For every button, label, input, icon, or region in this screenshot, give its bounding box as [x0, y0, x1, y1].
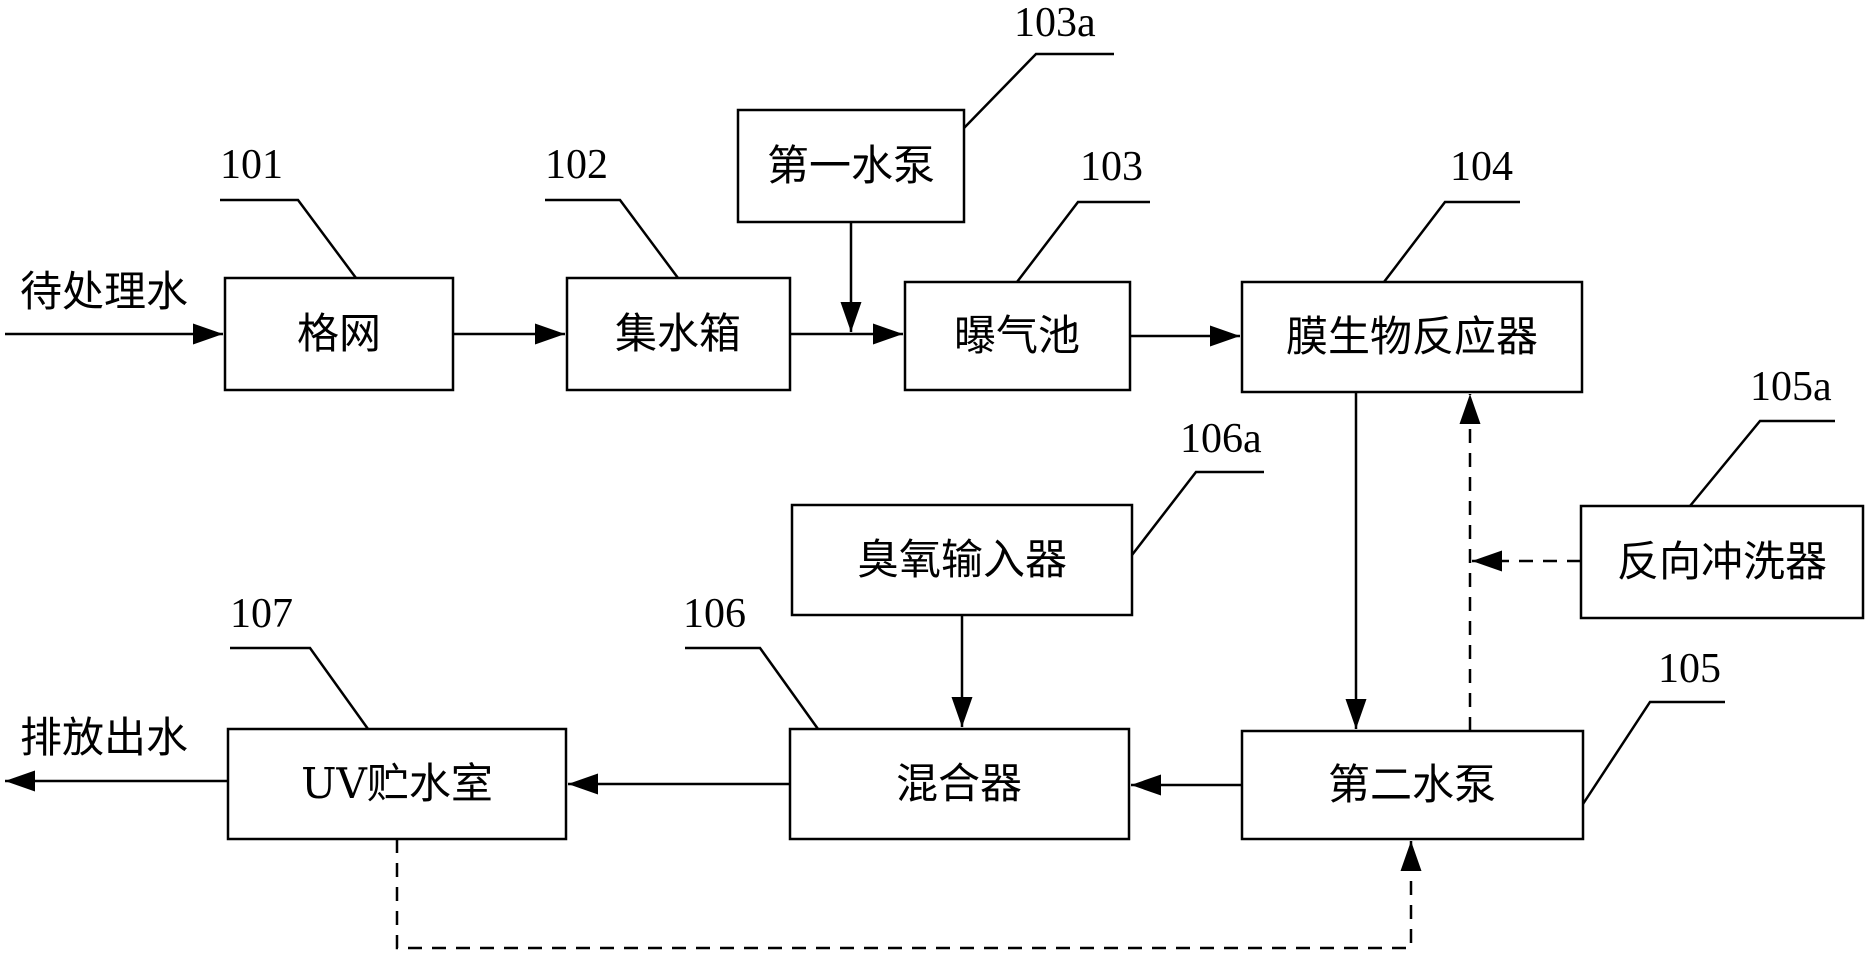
- node-mbr-label: 膜生物反应器: [1286, 312, 1538, 361]
- node-tank-label: 集水箱: [615, 309, 741, 358]
- ref-101: 101: [220, 142, 283, 188]
- node-ozone-label: 臭氧输入器: [857, 535, 1067, 584]
- ref-102: 102: [545, 142, 608, 188]
- ref-103a: 103a: [1014, 0, 1096, 46]
- node-uv: UV贮水室: [226, 727, 568, 841]
- leader-104: [1383, 200, 1520, 283]
- node-ozone: 臭氧输入器: [790, 503, 1134, 617]
- leader-107: [230, 646, 370, 730]
- ref-106a: 106a: [1180, 416, 1262, 462]
- leader-102: [545, 198, 680, 279]
- leader-106a: [1131, 470, 1264, 556]
- node-pump2-label: 第二水泵: [1328, 760, 1496, 809]
- outlet-label: 排放出水: [20, 713, 188, 762]
- node-grid: 格网: [223, 276, 455, 392]
- inlet-label: 待处理水: [20, 267, 188, 316]
- ref-104: 104: [1450, 144, 1513, 190]
- node-backwash-label: 反向冲洗器: [1617, 537, 1827, 586]
- ref-107: 107: [230, 591, 293, 637]
- dash-uv-to-pump2: [395, 839, 1422, 950]
- ref-105a: 105a: [1750, 364, 1832, 410]
- leader-101: [220, 198, 358, 279]
- node-aeration-label: 曝气池: [954, 311, 1080, 360]
- leader-105: [1581, 700, 1725, 805]
- node-pump1: 第一水泵: [736, 108, 966, 224]
- node-grid-label: 格网: [297, 309, 381, 358]
- node-backwash: 反向冲洗器: [1579, 504, 1865, 620]
- leader-105a: [1689, 419, 1835, 507]
- leader-103a: [963, 52, 1114, 129]
- leader-106: [685, 646, 820, 730]
- node-pump2: 第二水泵: [1240, 729, 1585, 841]
- node-mixer: 混合器: [788, 727, 1131, 841]
- node-pump1-label: 第一水泵: [767, 141, 935, 190]
- node-mbr: 膜生物反应器: [1240, 280, 1584, 394]
- ref-106: 106: [683, 591, 746, 637]
- node-aeration: 曝气池: [903, 280, 1132, 392]
- leader-103: [1016, 200, 1150, 283]
- ref-103: 103: [1080, 144, 1143, 190]
- node-mixer-label: 混合器: [896, 759, 1022, 808]
- ref-105: 105: [1658, 646, 1721, 692]
- node-uv-label: UV贮水室: [301, 759, 493, 808]
- node-tank: 集水箱: [565, 276, 792, 392]
